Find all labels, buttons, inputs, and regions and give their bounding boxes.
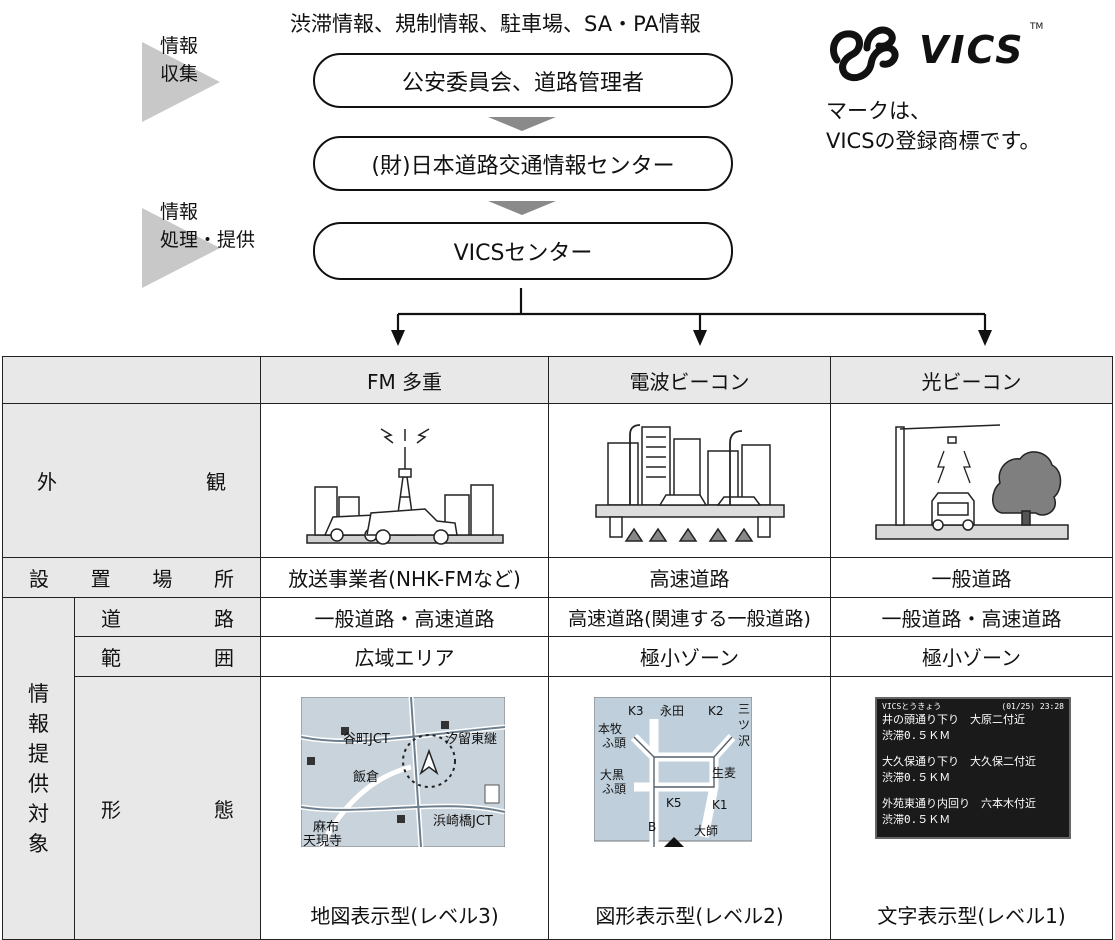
processing-arrow — [142, 208, 220, 288]
col-radio-beacon: 電波ビーコン — [548, 356, 831, 404]
fig-mitsuzawa-2: ツ — [738, 718, 750, 732]
text-thumb-line-5: 外苑東通り内回り 六本木付近 — [882, 797, 1036, 810]
form-light-cell: VICSとうきょう (01/25) 23:28 井の頭通り下り 大原二付近 渋滞… — [830, 676, 1113, 940]
radio-beacon-illustration-cell — [548, 403, 831, 558]
jartic-box: (財)日本道路交通情報センター — [313, 136, 733, 191]
trademark-note: マークは、 VICSの登録商標です。 — [826, 99, 1041, 153]
appearance-label: 外 観 — [2, 403, 261, 558]
location-light: 一般道路 — [830, 557, 1113, 598]
map-label-tanimachi: 谷町JCT — [343, 732, 390, 747]
fig-k5: K5 — [666, 796, 682, 810]
flow-arrow-2 — [488, 201, 556, 215]
fig-k3: K3 — [628, 704, 644, 718]
range-fm: 広域エリア — [260, 636, 549, 677]
map-label-iikura: 飯倉 — [353, 770, 379, 785]
vics-media-table: FM 多重 電波ビーコン 光ビーコン 外 観 — [2, 356, 1113, 940]
form-label: 形 態 — [74, 676, 261, 940]
fig-namamugi: 生麦 — [712, 766, 736, 780]
road-row: 情 報 提 供 対 象 道 路 一般道路・高速道路 高速道路(関連する一般道路)… — [2, 597, 1113, 940]
form-fm-cell: 谷町JCT 汐留東継 飯倉 麻布 浜崎橋JCT 天現寺 地図表示型(レベル3) — [260, 676, 549, 940]
fig-daishi: 大師 — [694, 824, 718, 838]
fig-futo-1: ふ頭 — [602, 736, 626, 750]
map-label-tengenji: 天現寺 — [303, 834, 342, 847]
header-corner — [2, 356, 261, 404]
fm-broadcast-illustration — [305, 427, 504, 545]
road-light: 一般道路・高速道路 — [830, 597, 1113, 637]
text-display-thumbnail: VICSとうきょう (01/25) 23:28 井の頭通り下り 大原二付近 渋滞… — [875, 697, 1071, 839]
fig-daikoku: 大黒 — [600, 768, 624, 782]
map-label-hamazakibashi: 浜崎橋JCT — [433, 814, 493, 829]
figure-display-thumbnail: K3 永田 K2 三 ツ 沢 本牧 ふ頭 大黒 ふ頭 生麦 K5 K1 B — [594, 697, 752, 847]
text-thumb-line-4: 渋滞0.５ＫＭ — [882, 771, 951, 784]
source-box: 公安委員会、道路管理者 — [313, 53, 733, 108]
form-radio-caption: 図形表示型(レベル2) — [595, 904, 784, 928]
road-radio: 高速道路(関連する一般道路) — [548, 597, 831, 637]
flow-arrow-1 — [488, 117, 556, 131]
stage-processing-label: 情報 処理・提供 — [160, 201, 256, 251]
info-types-caption: 渋滞情報、規制情報、駐車場、SA・PA情報 — [290, 12, 701, 36]
fig-futo-2: ふ頭 — [602, 782, 626, 796]
vics-flower-icon — [830, 26, 899, 82]
trademark-mark: TM — [1030, 22, 1044, 32]
range-row: 範 囲 広域エリア 極小ゾーン 極小ゾーン — [3, 636, 1113, 677]
stage-collection-label: 情報 収集 — [160, 35, 199, 85]
location-radio: 高速道路 — [548, 557, 831, 598]
map-label-azabu: 麻布 — [313, 820, 339, 835]
road-label: 道 路 — [74, 597, 261, 637]
form-radio-cell: K3 永田 K2 三 ツ 沢 本牧 ふ頭 大黒 ふ頭 生麦 K5 K1 B — [548, 676, 831, 940]
highway-beacon-illustration — [594, 423, 785, 542]
text-thumb-line-6: 渋滞0.５ＫＭ — [882, 813, 951, 826]
location-fm: 放送事業者(NHK-FMなど) — [260, 557, 549, 598]
text-thumb-line-3: 大久保通り下り 大久保二付近 — [882, 755, 1036, 768]
map-display-thumbnail: 谷町JCT 汐留東継 飯倉 麻布 浜崎橋JCT 天現寺 — [301, 697, 505, 847]
form-light-caption: 文字表示型(レベル1) — [877, 904, 1066, 928]
col-light-beacon: 光ビーコン — [830, 356, 1113, 404]
light-beacon-illustration-cell — [830, 403, 1113, 558]
fig-nagata: 永田 — [660, 704, 684, 718]
fig-honmoku: 本牧 — [598, 722, 622, 736]
header-row: FM 多重 電波ビーコン 光ビーコン — [2, 356, 1113, 404]
vics-logo: VICS TM — [827, 20, 1077, 90]
appearance-row: 外 観 — [2, 403, 1113, 558]
fig-mitsuzawa-1: 三 — [738, 702, 750, 716]
location-label: 設 置 場 所 — [2, 557, 261, 598]
text-thumb-line-2: 渋滞0.５ＫＭ — [882, 729, 951, 742]
collection-arrow — [142, 42, 220, 122]
target-label: 情 報 提 供 対 象 — [2, 597, 75, 940]
form-fm-caption: 地図表示型(レベル3) — [310, 904, 499, 928]
distribution-connector — [391, 288, 992, 346]
map-label-shiodome: 汐留東継 — [445, 731, 497, 747]
fig-k1: K1 — [712, 798, 728, 812]
form-row: 形 態 — [3, 676, 1113, 940]
text-thumb-header-right: (01/25) 23:28 — [1001, 702, 1064, 711]
vics-center-box: VICSセンター — [313, 222, 733, 280]
ordinary-road-beacon-illustration — [874, 423, 1069, 540]
text-thumb-line-1: 井の頭通り下り 大原二付近 — [882, 713, 1025, 726]
vics-logo-text: VICS — [919, 28, 1025, 72]
fig-mitsuzawa-3: 沢 — [738, 734, 750, 748]
range-light: 極小ゾーン — [830, 636, 1113, 677]
fm-illustration-cell — [260, 403, 549, 558]
location-row: 設 置 場 所 放送事業者(NHK-FMなど) 高速道路 一般道路 — [2, 557, 1113, 598]
col-fm: FM 多重 — [260, 356, 549, 404]
range-label: 範 囲 — [74, 636, 261, 677]
range-radio: 極小ゾーン — [548, 636, 831, 677]
fig-k2: K2 — [708, 704, 724, 718]
road-fm: 一般道路・高速道路 — [260, 597, 549, 637]
text-thumb-header-left: VICSとうきょう — [882, 702, 942, 711]
fig-b: B — [648, 820, 656, 834]
